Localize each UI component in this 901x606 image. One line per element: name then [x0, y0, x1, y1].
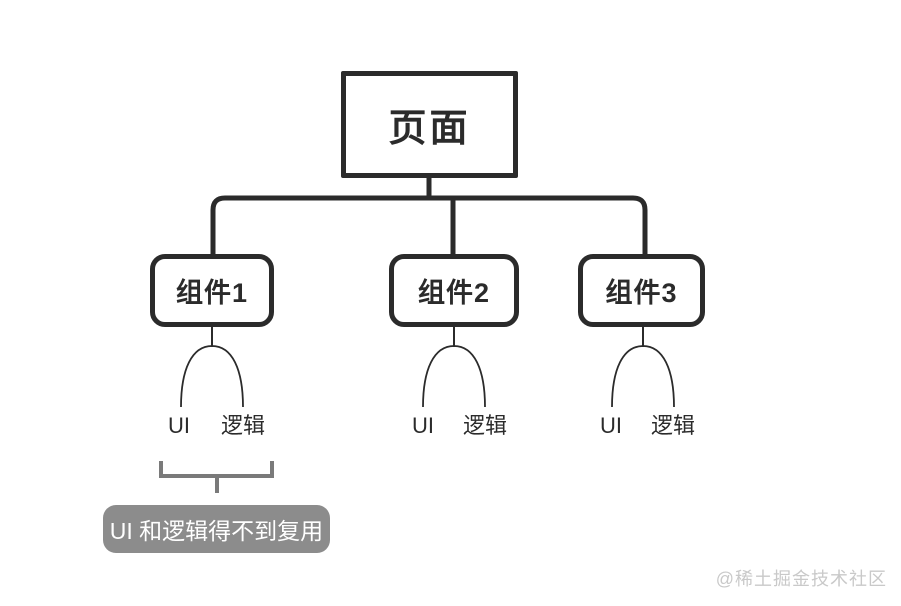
component1-ui-label: UI [168, 413, 190, 438]
root-node-page: 页面 [341, 71, 518, 178]
rail-line [210, 195, 648, 256]
component-node-3: 组件3 [578, 254, 705, 327]
watermark-text: @稀土掘金技术社区 [715, 569, 887, 589]
component3-ui-label: UI [600, 413, 622, 438]
component3-split-curve [611, 345, 675, 408]
component1-logic-label: 逻辑 [220, 413, 266, 438]
component1-split-curve [180, 345, 244, 408]
component2-ui-label: UI [412, 413, 434, 438]
component-node-1: 组件1 [150, 254, 274, 327]
component2-split-curve [422, 345, 486, 408]
component-node-2: 组件2 [389, 254, 519, 327]
component2-logic-label: 逻辑 [462, 413, 508, 438]
component3-logic-label: 逻辑 [650, 413, 696, 438]
annotation-bracket [159, 461, 274, 493]
annotation-label: UI 和逻辑得不到复用 [103, 505, 330, 553]
